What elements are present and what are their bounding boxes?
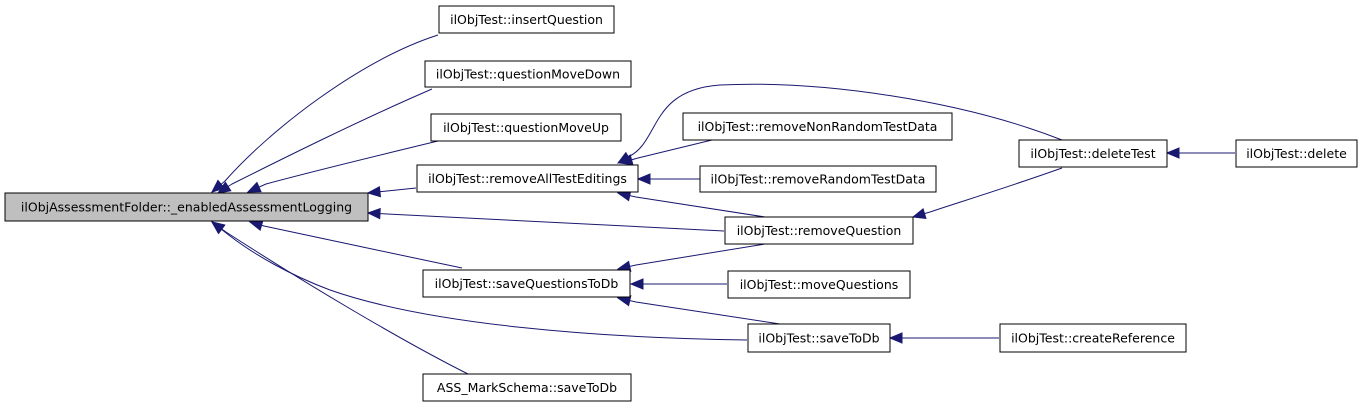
node-removeRandomTestData[interactable]: ilObjTest::removeRandomTestData bbox=[699, 165, 937, 193]
edge-moveQuestions-to-saveQuestionsToDb bbox=[629, 278, 727, 290]
node-delete[interactable]: ilObjTest::delete bbox=[1235, 139, 1358, 168]
edge-arrowhead bbox=[888, 332, 903, 344]
node-box[interactable] bbox=[424, 60, 632, 88]
node-box[interactable] bbox=[699, 165, 937, 193]
node-box[interactable] bbox=[416, 164, 639, 193]
node-label: ilObjTest::moveQuestions bbox=[740, 277, 899, 292]
node-box[interactable] bbox=[422, 269, 631, 298]
edge-arrowhead bbox=[629, 278, 644, 290]
edge-insertQuestion-to-enabled_logging bbox=[211, 34, 439, 193]
edge-arrowhead bbox=[618, 154, 634, 166]
node-box[interactable] bbox=[999, 323, 1187, 353]
edge-removeAllTestEditings-to-enabled_logging bbox=[366, 185, 417, 198]
edge-line bbox=[367, 212, 725, 232]
edge-line bbox=[617, 297, 781, 325]
edge-removeQuestion-to-enabled_logging bbox=[366, 207, 725, 232]
edge-arrowhead bbox=[911, 207, 927, 219]
edge-questionMoveUp-to-enabled_logging bbox=[246, 140, 439, 193]
edge-arrowhead bbox=[211, 179, 226, 193]
node-box[interactable] bbox=[682, 112, 953, 141]
node-box[interactable] bbox=[727, 270, 911, 299]
edge-arrowhead bbox=[248, 219, 264, 231]
edge-arrowhead bbox=[1165, 147, 1180, 159]
edge-arrowhead bbox=[636, 173, 651, 185]
node-label: ilObjTest::removeQuestion bbox=[737, 223, 902, 238]
edge-line bbox=[211, 221, 748, 341]
node-box[interactable] bbox=[422, 373, 632, 402]
node-box[interactable] bbox=[1235, 139, 1358, 168]
node-label: ilObjTest::questionMoveUp bbox=[443, 120, 609, 135]
node-box[interactable] bbox=[1018, 139, 1168, 168]
edge-createReference-to-saveToDb bbox=[888, 332, 999, 344]
edge-line bbox=[247, 140, 439, 193]
edge-saveToDb-to-saveQuestionsToDb bbox=[616, 295, 781, 325]
edge-delete-to-deleteTest bbox=[1165, 147, 1235, 159]
node-questionMoveDown[interactable]: ilObjTest::questionMoveDown bbox=[424, 60, 632, 88]
node-label: ASS_MarkSchema::saveToDb bbox=[437, 380, 617, 395]
call-nodes: ilObjAssessmentFolder::_enabledAssessmen… bbox=[4, 5, 1358, 402]
node-insertQuestion[interactable]: ilObjTest::insertQuestion bbox=[438, 5, 615, 34]
edge-line bbox=[211, 34, 439, 193]
node-box[interactable] bbox=[747, 323, 891, 353]
node-label: ilObjTest::insertQuestion bbox=[450, 12, 603, 27]
node-moveQuestions[interactable]: ilObjTest::moveQuestions bbox=[727, 270, 911, 299]
edge-arrowhead bbox=[366, 207, 381, 220]
edge-line bbox=[912, 167, 1063, 218]
node-saveQuestionsToDb[interactable]: ilObjTest::saveQuestionsToDb bbox=[422, 269, 631, 298]
edge-line bbox=[211, 221, 469, 375]
node-removeQuestion[interactable]: ilObjTest::removeQuestion bbox=[724, 216, 914, 245]
edge-removeQuestion-to-saveQuestionsToDb bbox=[616, 243, 766, 272]
node-label: ilObjTest::createReference bbox=[1011, 331, 1175, 346]
edge-removeNonRandomTestData-to-removeAllTestEditings bbox=[618, 139, 713, 166]
node-markSchemaSaveToDb[interactable]: ASS_MarkSchema::saveToDb bbox=[422, 373, 632, 402]
node-createReference[interactable]: ilObjTest::createReference bbox=[999, 323, 1187, 353]
edge-arrowhead bbox=[366, 185, 382, 198]
node-label: ilObjTest::deleteTest bbox=[1030, 146, 1155, 161]
edge-questionMoveDown-to-enabled_logging bbox=[216, 88, 433, 194]
edge-line bbox=[619, 139, 713, 164]
edge-deleteTest-to-removeQuestion bbox=[911, 167, 1063, 219]
node-box[interactable] bbox=[430, 113, 622, 142]
edge-line bbox=[617, 243, 766, 270]
node-label: ilObjTest::questionMoveDown bbox=[436, 67, 620, 82]
node-box[interactable] bbox=[4, 192, 369, 222]
node-removeNonRandomTestData[interactable]: ilObjTest::removeNonRandomTestData bbox=[682, 112, 953, 141]
edge-line bbox=[249, 221, 463, 269]
node-box[interactable] bbox=[438, 5, 615, 34]
node-box[interactable] bbox=[724, 216, 914, 245]
node-saveToDb[interactable]: ilObjTest::saveToDb bbox=[747, 323, 891, 353]
node-removeAllTestEditings[interactable]: ilObjTest::removeAllTestEditings bbox=[416, 164, 639, 193]
edge-markSchemaSaveToDb-to-enabled_logging bbox=[210, 221, 469, 375]
edge-line bbox=[617, 192, 766, 218]
node-questionMoveUp[interactable]: ilObjTest::questionMoveUp bbox=[430, 113, 622, 142]
call-edges bbox=[210, 34, 1235, 375]
node-label: ilObjTest::removeNonRandomTestData bbox=[698, 119, 938, 134]
node-label: ilObjTest::removeRandomTestData bbox=[711, 172, 926, 187]
edge-arrowhead bbox=[246, 181, 262, 193]
node-label: ilObjTest::delete bbox=[1246, 146, 1347, 161]
edge-saveQuestionsToDb-to-enabled_logging bbox=[248, 219, 463, 269]
edge-removeRandomTestData-to-removeAllTestEditings bbox=[636, 173, 700, 185]
node-deleteTest[interactable]: ilObjTest::deleteTest bbox=[1018, 139, 1168, 168]
node-enabled_logging[interactable]: ilObjAssessmentFolder::_enabledAssessmen… bbox=[4, 192, 369, 222]
node-label: ilObjTest::saveToDb bbox=[758, 331, 879, 346]
edge-removeQuestion-to-removeAllTestEditings bbox=[616, 190, 766, 218]
edge-line bbox=[617, 83, 1063, 164]
node-label: ilObjTest::removeAllTestEditings bbox=[428, 171, 627, 186]
node-label: ilObjTest::saveQuestionsToDb bbox=[435, 276, 619, 291]
node-label: ilObjAssessmentFolder::_enabledAssessmen… bbox=[21, 200, 352, 215]
edge-arrowhead bbox=[210, 221, 226, 234]
edge-line bbox=[217, 88, 433, 194]
edge-arrowhead bbox=[216, 181, 232, 194]
